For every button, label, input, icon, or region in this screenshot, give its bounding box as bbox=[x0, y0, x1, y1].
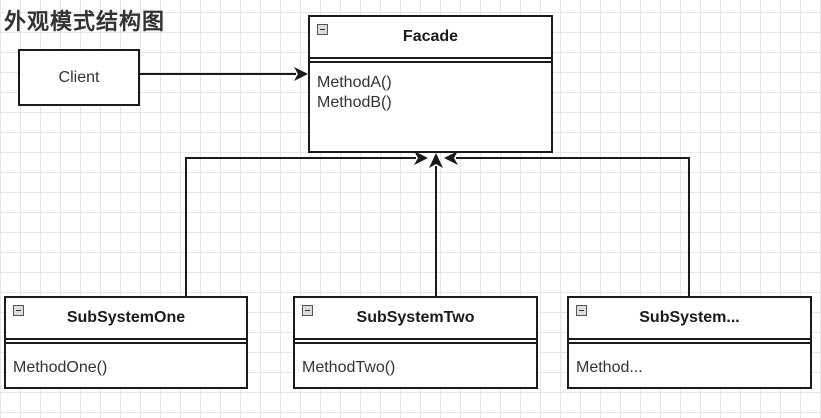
client-to-facade-connector bbox=[140, 67, 308, 81]
method-item: MethodTwo() bbox=[302, 359, 396, 376]
collapse-icon[interactable] bbox=[317, 24, 328, 35]
facade-class[interactable]: Facade MethodA() MethodB() bbox=[308, 15, 553, 153]
subsystem-one-name: SubSystemOne bbox=[66, 309, 186, 326]
arrowhead-icon bbox=[429, 153, 443, 168]
subsystem-more-name: SubSystem... bbox=[639, 309, 740, 326]
subsystem-two-attributes-compartment bbox=[295, 340, 536, 344]
subsystem-one-class[interactable]: SubSystemOne MethodOne() bbox=[4, 296, 248, 389]
facade-methods: MethodA() MethodB() bbox=[310, 63, 551, 113]
collapse-icon[interactable] bbox=[302, 305, 313, 316]
subsystem-one-to-facade-connector bbox=[185, 151, 428, 296]
client-label: Client bbox=[58, 68, 100, 86]
subsystem-more-class[interactable]: SubSystem... Method... bbox=[567, 296, 812, 389]
subsystem-more-attributes-compartment bbox=[569, 340, 810, 344]
collapse-icon[interactable] bbox=[13, 305, 24, 316]
subsystem-two-name: SubSystemTwo bbox=[356, 309, 475, 326]
arrowhead-icon bbox=[294, 67, 308, 81]
subsystem-more-methods: Method... bbox=[569, 344, 810, 378]
client-box[interactable]: Client bbox=[18, 49, 140, 106]
facade-header: Facade bbox=[310, 17, 551, 59]
subsystem-one-methods: MethodOne() bbox=[6, 344, 246, 378]
subsystem-more-to-facade-connector bbox=[444, 151, 690, 296]
collapse-icon[interactable] bbox=[576, 305, 587, 316]
subsystem-more-header: SubSystem... bbox=[569, 298, 810, 340]
method-item: Method... bbox=[576, 359, 643, 376]
subsystem-two-class[interactable]: SubSystemTwo MethodTwo() bbox=[293, 296, 538, 389]
subsystem-two-to-facade-connector bbox=[429, 153, 443, 296]
subsystem-two-methods: MethodTwo() bbox=[295, 344, 536, 378]
facade-attributes-compartment bbox=[310, 59, 551, 63]
arrowhead-icon bbox=[414, 151, 428, 165]
arrowhead-icon bbox=[444, 151, 458, 165]
subsystem-two-header: SubSystemTwo bbox=[295, 298, 536, 340]
subsystem-one-attributes-compartment bbox=[6, 340, 246, 344]
method-item: MethodOne() bbox=[13, 359, 108, 376]
method-item: MethodB() bbox=[317, 94, 392, 111]
subsystem-one-header: SubSystemOne bbox=[6, 298, 246, 340]
facade-class-name: Facade bbox=[402, 28, 459, 45]
diagram-title: 外观模式结构图 bbox=[4, 9, 166, 35]
method-item: MethodA() bbox=[317, 74, 392, 91]
